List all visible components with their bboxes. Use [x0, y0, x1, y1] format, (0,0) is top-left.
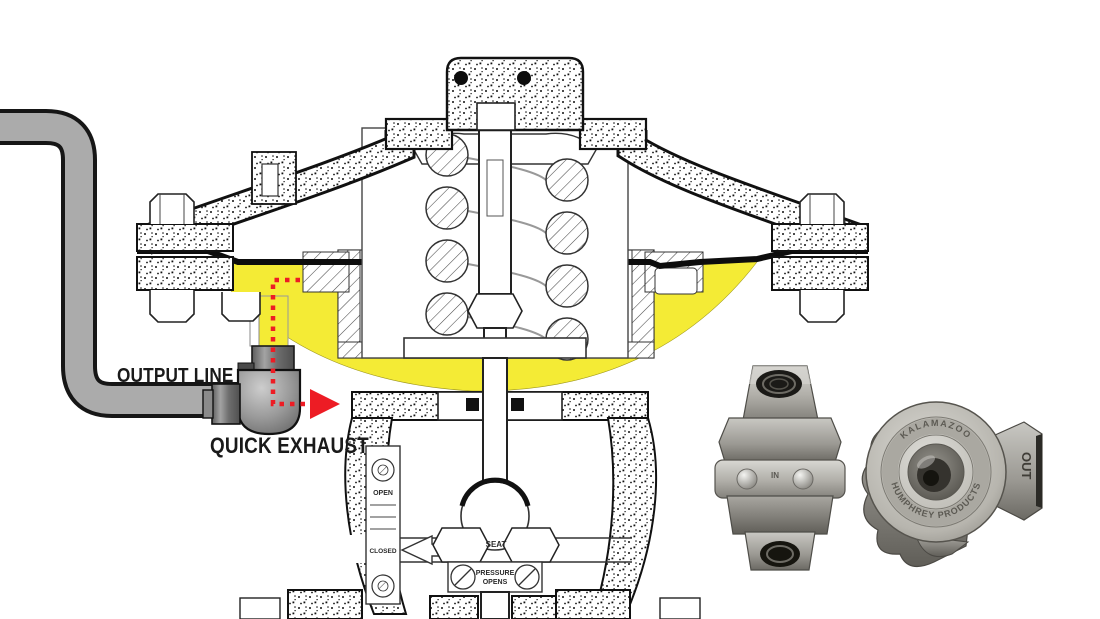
bolt-top: [799, 193, 845, 224]
rivet-right: [792, 468, 814, 490]
spring-assembly: [361, 111, 629, 393]
in-stamp: IN: [771, 471, 779, 480]
bottom-port-hole: [760, 541, 800, 567]
spring-seat-plate: [403, 337, 587, 359]
diaphragm: [137, 248, 868, 270]
nut-bottom: [799, 290, 845, 323]
body-wall-right: [592, 417, 658, 615]
stem-hex-adjuster: [467, 293, 523, 329]
bolt-top: [149, 193, 195, 224]
valve-stem-lower: [482, 357, 508, 491]
seal-left: [466, 398, 479, 411]
valve-photo-inline: IN: [714, 365, 846, 571]
o-ring-right: [517, 71, 531, 85]
pressure-opens-label-2: OPENS: [483, 579, 508, 586]
seat-hex-left: [432, 527, 490, 563]
left-flange: [136, 193, 261, 323]
travel-indicator: OPEN CLOSED: [365, 445, 401, 605]
red-flow-path: [270, 277, 340, 419]
open-label: OPEN: [373, 490, 393, 497]
out-stamp: OUT: [1019, 452, 1034, 480]
quick-exhaust-fitting: [202, 345, 302, 436]
closed-label: CLOSED: [369, 548, 396, 555]
valve-photo-angled: OUT KALAMAZOO HUMPHREY PRODUCTS: [861, 401, 1043, 568]
output-pipe: [0, 109, 250, 418]
seat-hex-right: [502, 527, 560, 563]
clamp-band: [714, 459, 846, 499]
o-ring-left: [454, 71, 468, 85]
left-coupler-hex: [211, 383, 241, 425]
quick-exhaust-label: QUICK EXHAUST: [210, 433, 369, 458]
seat-label: SEAT: [486, 540, 507, 549]
bonnet-cap: [445, 56, 585, 132]
rivet-left: [736, 468, 758, 490]
red-arrowhead: [310, 389, 340, 419]
output-line-label: OUTPUT LINE: [117, 365, 234, 387]
right-flange: [771, 193, 869, 323]
vent-fitting: [251, 151, 297, 205]
pressure-opens-label-1: PRESSURE: [476, 570, 515, 577]
nut-bottom-2: [221, 292, 261, 322]
seal-right: [511, 398, 524, 411]
pressure-opens-box: PRESSURE OPENS: [447, 561, 543, 593]
lower-body: OPEN CLOSED SEAT PRESSURE OPENS: [239, 357, 701, 619]
nut-bottom: [149, 290, 195, 323]
